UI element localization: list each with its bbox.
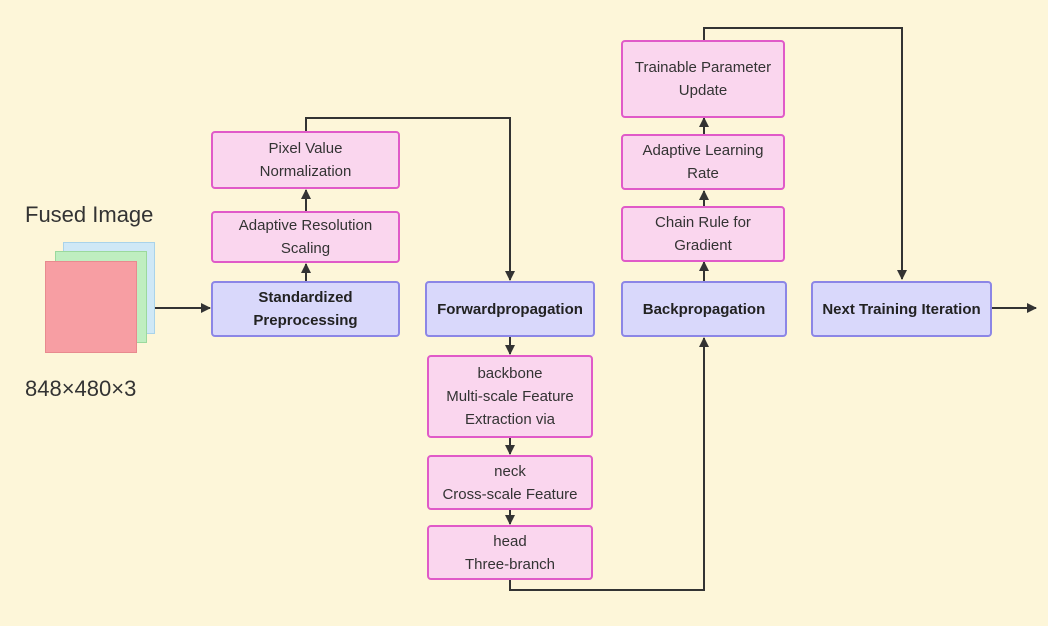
edge-update-to-next — [703, 27, 907, 280]
fused-image-title: Fused Image — [25, 202, 154, 227]
node-backpropagation: Backpropagation — [621, 281, 787, 337]
node-standardized-preprocessing: Standardized Preprocessing — [211, 281, 400, 337]
node-forwardpropagation: Forwardpropagation — [425, 281, 595, 337]
edge-head-to-backprop — [509, 337, 709, 591]
node-neck: neck Cross-scale Feature — [427, 455, 593, 510]
node-chain-rule-for-gradient: Chain Rule for Gradient — [621, 206, 785, 262]
node-trainable-parameter-update: Trainable Parameter Update — [621, 40, 785, 118]
node-next-training-iteration: Next Training Iteration — [811, 281, 992, 337]
node-adaptive-learning-rate: Adaptive Learning Rate — [621, 134, 785, 190]
node-adaptive-resolution-scaling: Adaptive Resolution Scaling — [211, 211, 400, 263]
node-pixel-value-normalization: Pixel Value Normalization — [211, 131, 400, 189]
edge-normalization-to-forward — [305, 117, 515, 281]
image-layer-front — [45, 261, 137, 353]
node-backbone: backbone Multi-scale Feature Extraction … — [427, 355, 593, 438]
node-head: head Three-branch — [427, 525, 593, 580]
fused-image-dimensions: 848×480×3 — [25, 376, 137, 401]
